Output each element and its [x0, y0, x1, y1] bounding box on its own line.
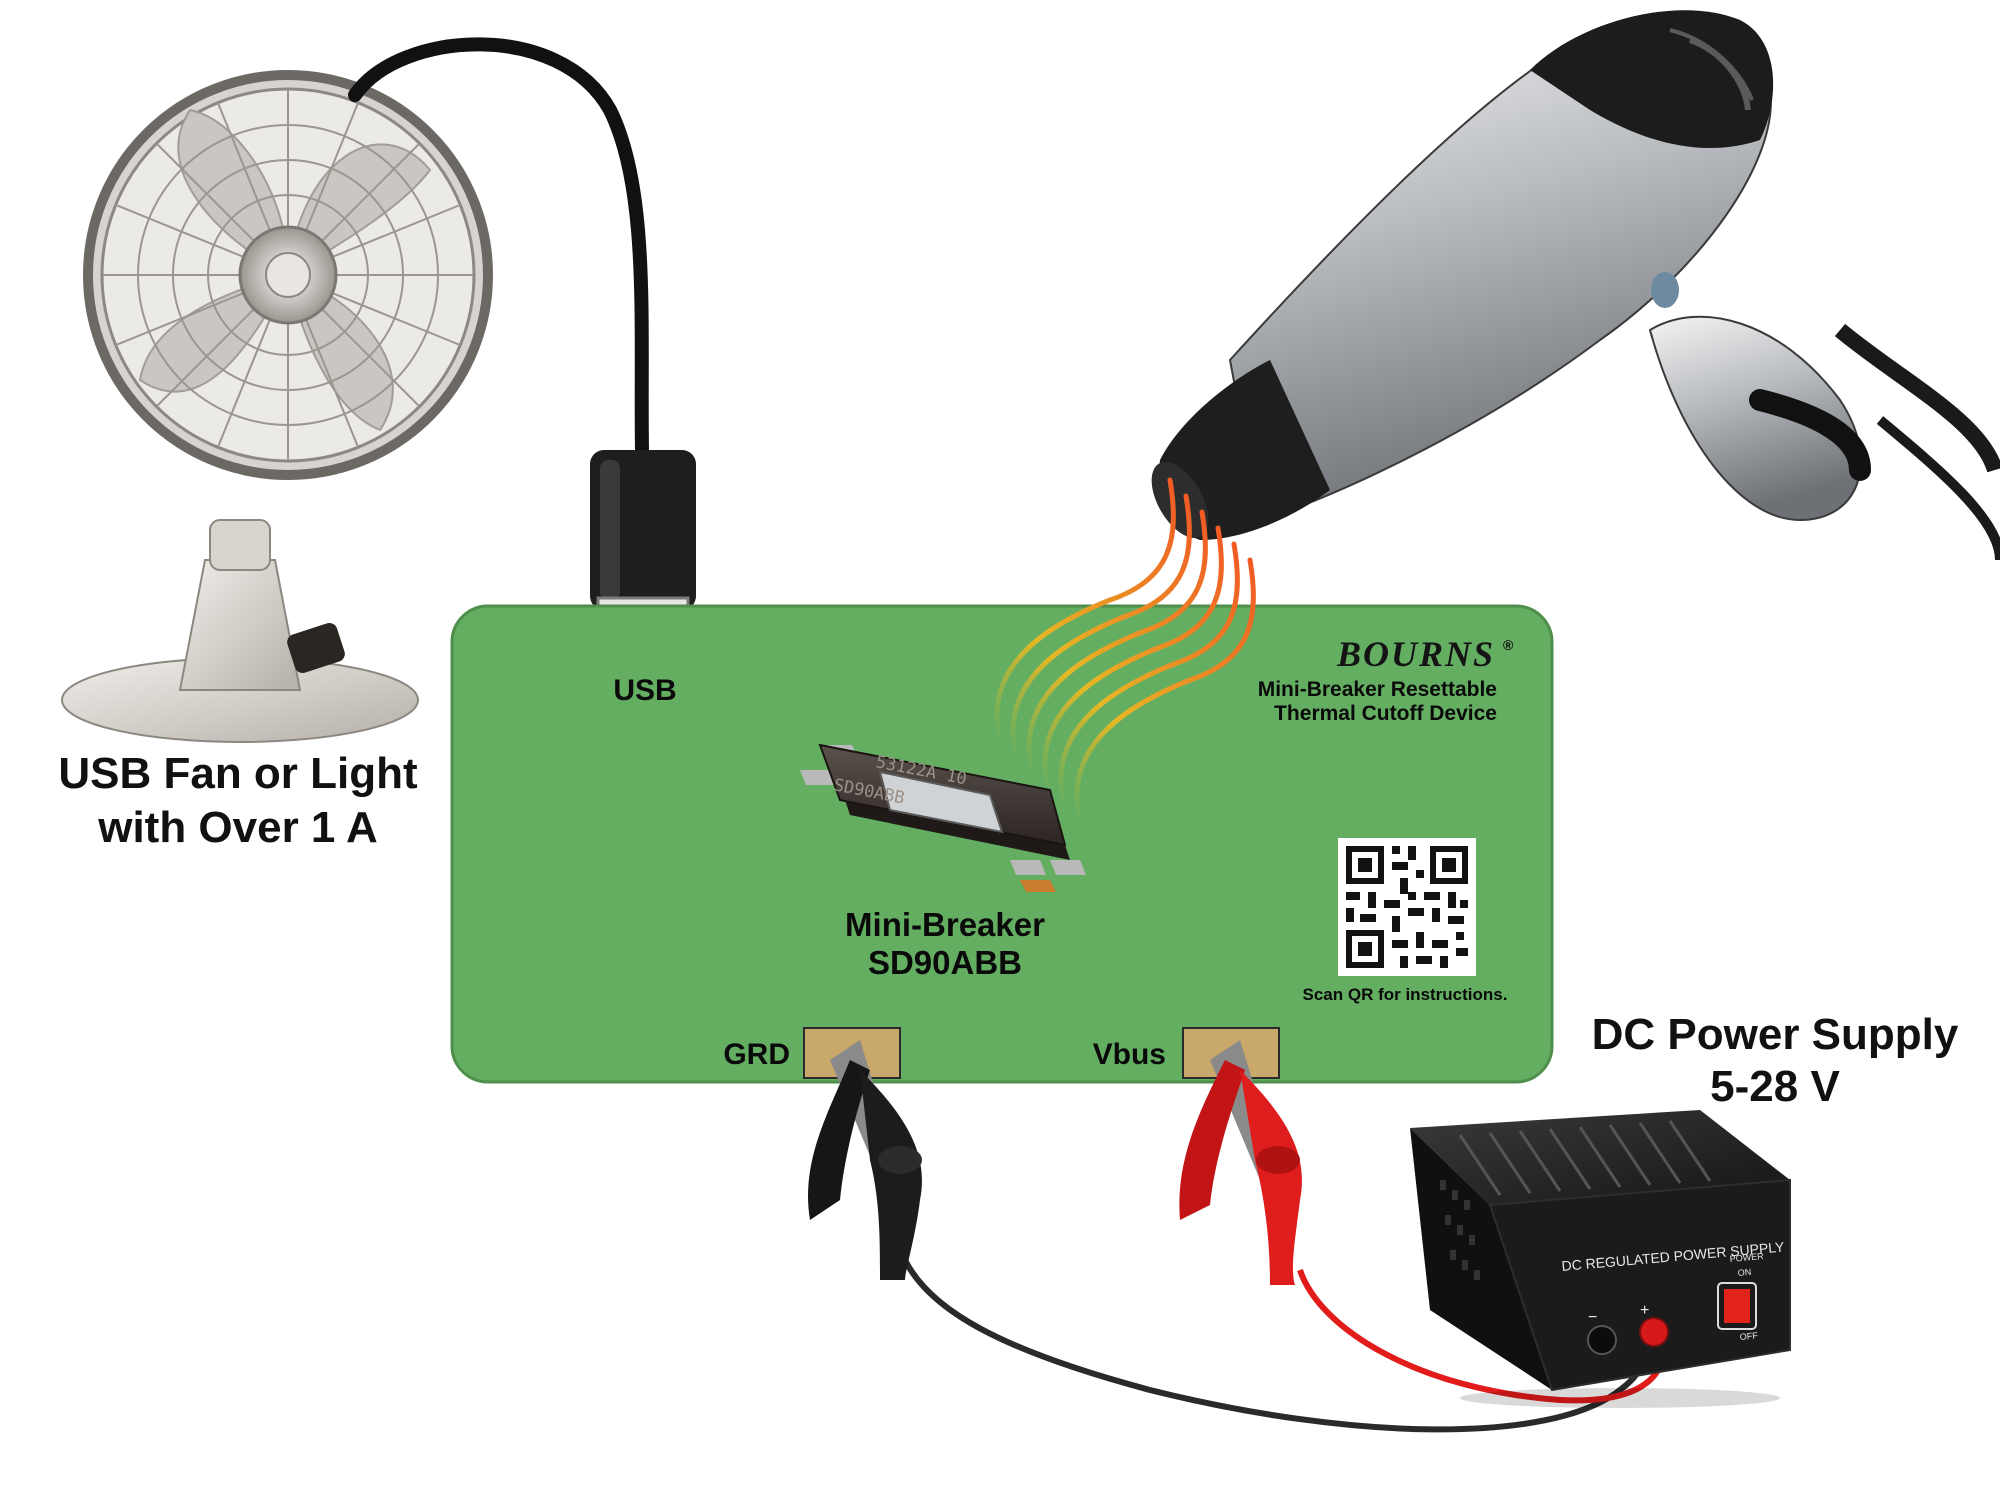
fan-title-line2: with Over 1 A	[97, 803, 378, 852]
psu-switch-on: ON	[1737, 1267, 1751, 1278]
usb-cable	[348, 37, 649, 457]
device-description-line2: Thermal Cutoff Device	[1274, 702, 1497, 725]
qr-caption: Scan QR for instructions.	[1303, 985, 1508, 1004]
device-description-line1: Mini-Breaker Resettable	[1258, 678, 1497, 701]
usb-port-label: USB	[613, 674, 676, 707]
registered-mark: ®	[1503, 637, 1514, 653]
psu-terminal-plus: +	[1640, 1302, 1649, 1319]
psu-title-line1: DC Power Supply	[1592, 1010, 1959, 1059]
red-alligator-clip	[1179, 1040, 1302, 1285]
psu-negative-terminal[interactable]	[1587, 1325, 1617, 1355]
usb-fan-illustration	[61, 70, 493, 743]
fan-title-line1: USB Fan or Light	[58, 749, 418, 798]
bourns-logo: BOURNS	[1336, 634, 1495, 674]
dc-power-supply-illustration: DC REGULATED POWER SUPPLY POWER ON OFF −…	[1410, 1110, 1791, 1408]
breaker-part-number: SD90ABB	[868, 944, 1022, 981]
vbus-label: Vbus	[1093, 1038, 1166, 1071]
psu-terminal-minus: −	[1588, 1309, 1597, 1326]
breaker-name: Mini-Breaker	[845, 906, 1045, 943]
hair-dryer-illustration	[1151, 10, 2000, 561]
qr-code	[1338, 838, 1476, 976]
psu-switch-power: POWER	[1729, 1251, 1764, 1264]
psu-positive-terminal[interactable]	[1639, 1317, 1669, 1347]
black-alligator-clip	[808, 1040, 922, 1280]
psu-title-line2: 5-28 V	[1710, 1062, 1840, 1111]
psu-switch-off: OFF	[1739, 1330, 1758, 1342]
grd-label: GRD	[723, 1038, 790, 1071]
heat-waves	[994, 477, 1256, 823]
